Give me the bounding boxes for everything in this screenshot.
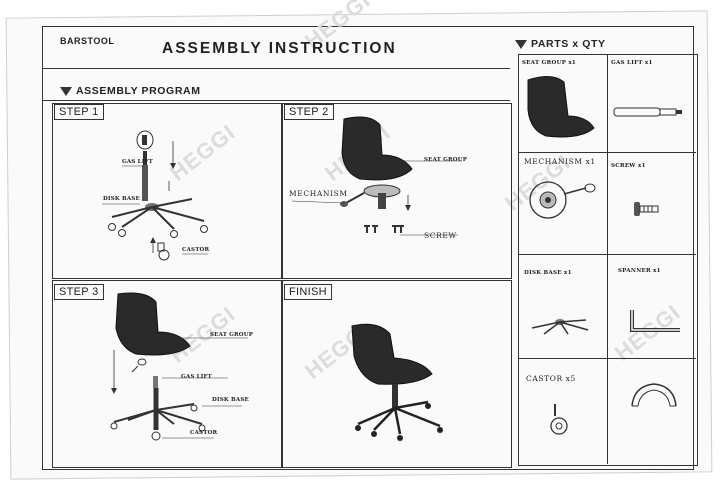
part-screw-label: SCREW x1 <box>611 163 646 169</box>
parts-row-divider <box>518 254 696 255</box>
step-2-seat-group-label: SEAT GROUP <box>424 157 468 163</box>
disk-base-icon <box>531 319 589 335</box>
program-divider <box>42 100 510 101</box>
finish-tag: FINISH <box>284 284 332 300</box>
parts-row-divider <box>518 358 696 359</box>
screw-icon <box>634 202 659 216</box>
step-1-diagram <box>102 130 208 261</box>
step-2-tag: STEP 2 <box>284 104 334 120</box>
part-gas-lift-label: GAS LIFT x1 <box>611 60 653 66</box>
step-1-panel <box>52 103 282 279</box>
title-divider <box>42 68 510 69</box>
gas-lift-icon <box>613 107 682 117</box>
foot-ring-icon <box>631 383 677 407</box>
step-2-panel <box>282 103 512 279</box>
parts-panel <box>518 54 698 466</box>
step-3-disk-base-label: DISK BASE <box>212 397 249 403</box>
step-3-castor-label: CASTOR <box>190 430 218 436</box>
step-1-disk-base-label: DISK BASE <box>103 196 140 202</box>
sheet-frame <box>42 26 694 470</box>
finish-panel <box>282 280 512 468</box>
step-3-diagram <box>110 292 248 441</box>
assembly-program-heading: ASSEMBLY PROGRAM <box>60 85 201 97</box>
chair-seat-icon <box>527 76 595 138</box>
step-3-panel <box>52 280 282 468</box>
part-disk-base-label: DISK BASE x1 <box>524 270 572 276</box>
parts-row-divider <box>518 152 696 153</box>
parts-heading: PARTS x QTY <box>515 38 606 50</box>
triangle-bullet-icon <box>60 86 72 96</box>
part-castor-label: CASTOR x5 <box>526 374 576 383</box>
step-2-mechanism-label: MECHANISM <box>289 189 348 198</box>
castor-icon <box>550 404 568 435</box>
step-3-tag: STEP 3 <box>54 284 104 300</box>
product-name: BARSTOOL <box>60 36 115 46</box>
finish-chair-diagram <box>351 323 443 441</box>
parts-column-divider <box>607 54 608 464</box>
step-2-diagram <box>291 116 462 236</box>
spanner-icon <box>630 310 680 332</box>
page-title: ASSEMBLY INSTRUCTION <box>162 40 397 57</box>
triangle-bullet-icon <box>515 39 527 49</box>
mechanism-icon <box>529 181 596 219</box>
step-3-seat-group-label: SEAT GROUP <box>210 332 254 338</box>
step-1-tag: STEP 1 <box>54 104 104 120</box>
part-seat-group-label: SEAT GROUP x1 <box>522 60 577 66</box>
step-3-gas-lift-label: GAS LIFT <box>181 374 212 380</box>
step-1-gas-lift-label: GAS LIFT <box>122 159 153 165</box>
step-1-castor-label: CASTOR <box>182 247 210 253</box>
part-mechanism-label: MECHANISM x1 <box>524 157 596 166</box>
part-spanner-label: SPANNER x1 <box>618 268 661 274</box>
step-2-screw-label: SCREW <box>424 231 457 240</box>
